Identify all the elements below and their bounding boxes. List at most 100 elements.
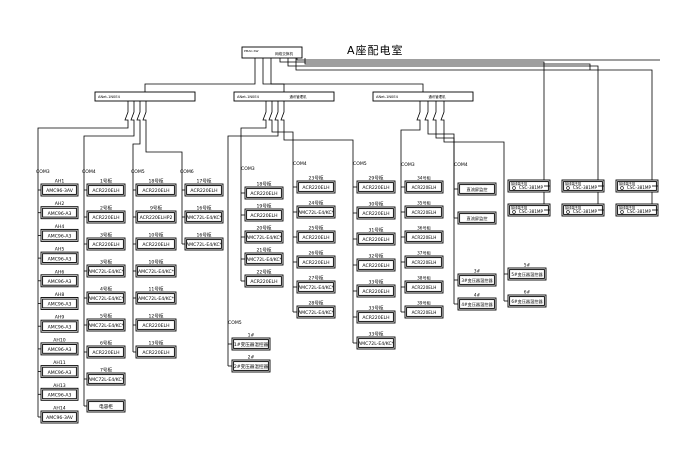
device-inner-frame: [88, 320, 124, 330]
device-model-label: AMC96-A3: [48, 211, 72, 217]
device-inner-frame: [298, 232, 334, 242]
com-bus-line: [268, 101, 294, 169]
device-model-label: AMC72L-E4/KC*: [298, 285, 335, 291]
device-name-label: AH2: [55, 201, 65, 207]
device-name-label: 9号柜: [150, 205, 163, 212]
terminal-icon: [512, 186, 516, 190]
gateway-small-label: 通讯管理机: [290, 94, 308, 99]
gateway-small-label: 通讯管理机: [429, 94, 447, 99]
device-name-label: 16号柜: [196, 232, 211, 239]
device-name-label: 7号柜: [100, 367, 113, 374]
csc-module-model: CSC-381MP: [627, 185, 652, 190]
device-inner-frame: [137, 347, 175, 357]
device-name-label: 36号柜: [417, 225, 431, 232]
device-inner-frame: [186, 185, 222, 195]
device-inner-frame: [137, 212, 175, 222]
device-inner-frame: [88, 185, 124, 195]
switch-branch-line: [279, 58, 545, 178]
device-name-label: 24号柜: [308, 200, 323, 207]
device-inner-frame: [358, 182, 394, 192]
com-bus-line: [83, 101, 135, 178]
device-inner-frame: [358, 260, 394, 270]
device-inner-frame: [42, 344, 77, 354]
device-name-label: 10号柜: [148, 232, 163, 239]
device-model-label: AMC96-A3: [48, 370, 72, 376]
device-inner-frame: [246, 188, 282, 198]
device-model-label: ACR220ELH: [302, 260, 329, 266]
device-name-label: 33号柜: [368, 279, 383, 286]
com-label: COM5: [131, 169, 145, 175]
device-model-label: 电容柜: [99, 403, 113, 410]
device-model-label: ACR220ELH: [250, 213, 277, 219]
device-inner-frame: [459, 213, 495, 223]
device-model-label: AMC96-A3: [48, 234, 72, 240]
switch-branch-line: [295, 58, 653, 178]
csc-module-model: CSC-381MP: [627, 209, 652, 214]
device-inner-frame: [298, 207, 334, 217]
terminal-icon: [566, 186, 570, 190]
device-name-label: 16号柜: [196, 205, 211, 212]
device-model-label: 1#变压器温控器: [234, 341, 269, 348]
device-name-label: 19号柜: [256, 203, 271, 210]
com-label: COM4: [293, 161, 307, 167]
device-name-label: 5号柜: [100, 313, 113, 320]
device-model-label: ACR220ELH: [412, 310, 437, 315]
device-model-label: AMC96-A3: [48, 393, 72, 399]
device-inner-frame: [358, 338, 394, 348]
device-model-label: ACR220ELH: [142, 350, 169, 356]
device-name-label: 17号柜: [196, 178, 211, 185]
device-model-label: AMC72L-E4/KC*: [186, 215, 223, 221]
switch-branch-line: [296, 58, 660, 61]
device-name-label: AH11: [53, 360, 66, 366]
device-inner-frame: [42, 298, 77, 309]
device-inner-frame: [406, 257, 442, 267]
device-name-label: 11号柜: [148, 286, 163, 293]
com-label: COM3: [241, 166, 255, 172]
device-model-label: ACR220ELH: [142, 323, 169, 329]
device-inner-frame: [42, 321, 77, 332]
device-name-label: AH1: [55, 179, 65, 185]
device-inner-frame: [88, 212, 124, 222]
device-inner-frame: [42, 366, 77, 377]
com-label: COM5: [228, 320, 242, 326]
device-model-label: AMC72L-E4/KC*: [138, 269, 175, 275]
device-name-label: 13号柜: [148, 340, 163, 347]
device-inner-frame: [233, 361, 269, 371]
device-inner-frame: [358, 312, 394, 322]
terminal-icon: [620, 210, 624, 214]
device-model-label: ACR220ELH: [362, 211, 389, 217]
device-name-label: 27号柜: [308, 275, 323, 282]
csc-module-name: 接线端子排: [511, 181, 528, 186]
device-inner-frame: [88, 266, 124, 276]
switch-label: 网络交换机: [275, 51, 293, 56]
device-inner-frame: [298, 282, 334, 292]
device-name-label: AH13: [53, 383, 66, 389]
device-name-label: AH4: [55, 224, 65, 230]
device-model-label: AMC96-3AV: [46, 188, 74, 194]
device-inner-frame: [42, 185, 77, 195]
device-inner-frame: [358, 234, 394, 244]
device-model-label: AMC72L-E4/KC*: [358, 341, 395, 347]
device-model-label: ACR220ELH: [92, 188, 119, 194]
device-name-label: 23号柜: [308, 175, 323, 182]
device-model-label: ACR220ELH: [142, 188, 169, 194]
device-model-label: AMC96-A3: [48, 347, 72, 353]
csc-module-name: 接线端子排: [565, 181, 582, 186]
device-model-label: AMC72L-E4/KC*: [88, 377, 125, 383]
csc-module-name: 接线端子排: [565, 205, 582, 210]
device-model-label: 6#变压器温控器: [511, 298, 543, 305]
device-inner-frame: [358, 208, 394, 218]
device-inner-frame: [42, 389, 77, 400]
com-bus-line: [227, 101, 279, 328]
switch-branch-line: [287, 58, 599, 178]
device-name-label: 4号柜: [100, 286, 113, 293]
device-name-label: 32号柜: [368, 253, 383, 260]
device-inner-frame: [137, 320, 175, 330]
device-model-label: AMC72L-E4/KC*: [186, 242, 223, 248]
device-model-label: 5#变压器温控器: [511, 271, 543, 278]
device-model-label: AMC72L-E4/KC*: [298, 310, 335, 316]
com-bus-line: [132, 101, 141, 178]
device-inner-frame: [406, 182, 442, 192]
device-model-label: ACR220ELH: [302, 185, 329, 191]
